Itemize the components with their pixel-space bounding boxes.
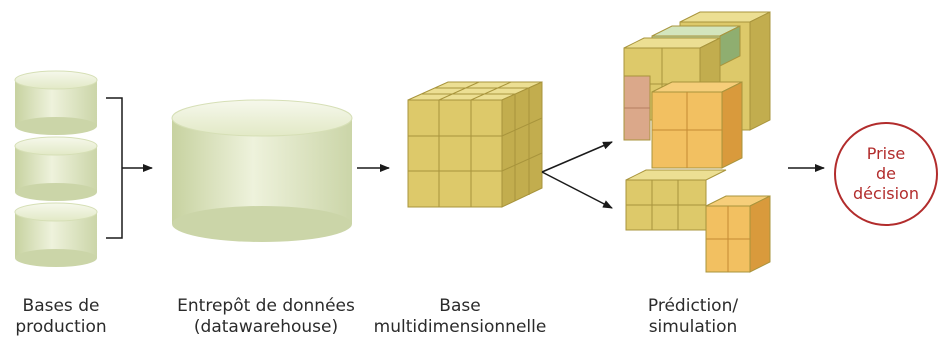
multidimensional-base-label: Base multidimensionnelle (373, 296, 547, 337)
prediction-simulation-label: Prédiction/ simulation (647, 296, 739, 337)
production-bracket (106, 97, 123, 239)
decision-label-line3: décision (853, 184, 919, 203)
production-db-2 (14, 136, 98, 201)
data-warehouse-cylinder (171, 99, 353, 242)
prediction-cube-exploded (623, 11, 771, 169)
decision-label-line1: Prise (866, 144, 906, 163)
arrow-cube-to-prediction-bottom (541, 171, 613, 209)
decision-circle: Prise de décision (834, 122, 938, 226)
multidimensional-cube (407, 81, 543, 208)
decision-label-line2: de (876, 164, 896, 183)
simulation-block (625, 169, 771, 273)
production-db-3 (14, 202, 98, 267)
production-db-1 (14, 70, 98, 135)
data-warehouse-label: Entrepôt de données (datawarehouse) (177, 296, 355, 337)
production-databases-label: Bases de production (15, 296, 107, 337)
arrow-cube-to-prediction-top (541, 141, 613, 173)
